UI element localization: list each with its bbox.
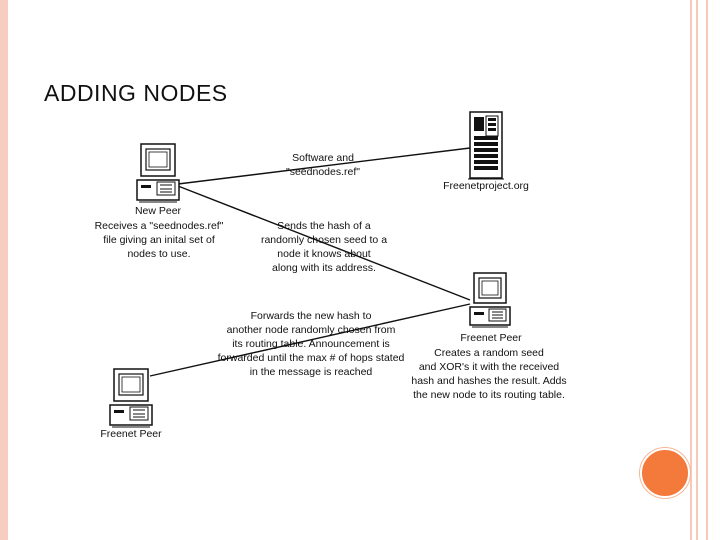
annotation-line: nodes to use. bbox=[127, 248, 191, 260]
freenet-peer-left-computer-icon bbox=[109, 368, 153, 428]
annotation-line: along with its address. bbox=[272, 262, 376, 274]
freenet-peer-right-label: Freenet Peer bbox=[460, 332, 522, 344]
connector-newpeer-freenetpeer bbox=[177, 185, 471, 301]
annotation-line: Receives a "seednodes.ref" bbox=[94, 220, 224, 232]
annotation-line: hash and hashes the result. Adds bbox=[411, 375, 567, 387]
annotation-sends-hash: Sends the hash of a randomly chosen seed… bbox=[254, 219, 394, 275]
annotation-line: node it knows about bbox=[277, 248, 371, 260]
new-peer-computer-icon bbox=[136, 143, 180, 203]
freenetproject-label: Freenetproject.org bbox=[443, 180, 529, 192]
annotation-line: Sends the hash of a bbox=[277, 220, 371, 232]
annotation-line: its routing table. Announcement is bbox=[232, 338, 390, 350]
annotation-line: randomly chosen seed to a bbox=[260, 234, 388, 246]
connector-freenetpeer-left bbox=[149, 303, 471, 377]
freenetproject-server-icon bbox=[468, 111, 504, 180]
annotation-line: Creates a random seed bbox=[434, 347, 544, 359]
annotation-forwards: Forwards the new hash to another node ra… bbox=[216, 309, 406, 379]
connector-newpeer-server bbox=[177, 147, 471, 185]
annotation-receives: Receives a "seednodes.ref" file giving a… bbox=[93, 219, 225, 261]
annotation-line: and XOR's it with the received bbox=[418, 361, 560, 373]
decorative-orange-circle bbox=[640, 448, 690, 498]
annotation-software: Software and "seednodes.ref" bbox=[268, 151, 378, 179]
annotation-line: Software and bbox=[292, 152, 354, 164]
annotation-line: "seednodes.ref" bbox=[285, 166, 360, 178]
annotation-creates: Creates a random seed and XOR's it with … bbox=[404, 346, 574, 402]
annotation-line: the new node to its routing table. bbox=[413, 389, 565, 401]
slide-border-right-line bbox=[690, 0, 692, 540]
slide-title: ADDING NODES bbox=[44, 80, 228, 106]
slide-border-right-line bbox=[696, 0, 698, 540]
slide-border-left bbox=[0, 0, 8, 540]
annotation-line: file giving an inital set of bbox=[103, 234, 215, 246]
new-peer-label: New Peer bbox=[134, 205, 182, 217]
freenet-peer-left-label: Freenet Peer bbox=[100, 428, 162, 440]
annotation-line: Forwards the new hash to bbox=[250, 310, 372, 322]
freenet-peer-right-computer-icon bbox=[469, 272, 511, 328]
annotation-line: another node randomly chosen from bbox=[226, 324, 396, 336]
annotation-line: in the message is reached bbox=[249, 366, 373, 378]
annotation-line: forwarded until the max # of hops stated bbox=[217, 352, 405, 364]
slide-border-right-line bbox=[706, 0, 708, 540]
